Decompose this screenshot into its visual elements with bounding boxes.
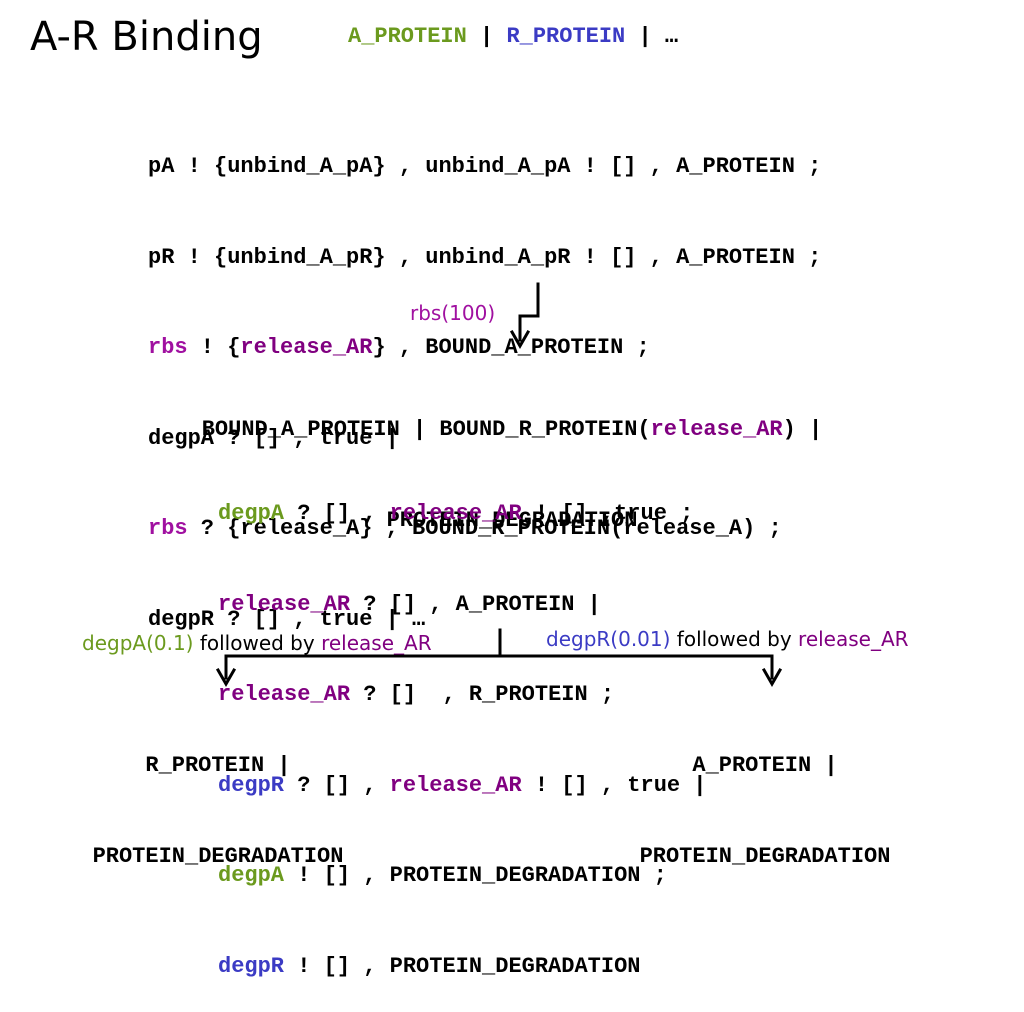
code-line: pR ! {unbind_A_pR} , unbind_A_pR ! [] , … xyxy=(148,244,822,270)
code-fragment: } , BOUND_A_PROTEIN ; xyxy=(372,335,650,360)
degpa-rate: degpA(0.1) xyxy=(82,631,194,655)
code-line: PROTEIN_DEGRADATION xyxy=(92,843,344,869)
release-ar-action: release_AR xyxy=(798,627,909,651)
code-fragment: ) | xyxy=(782,417,823,442)
slide-title: A-R Binding xyxy=(30,14,263,60)
header-ellipsis: | … xyxy=(625,24,679,49)
result-bound-state: BOUND_A_PROTEIN | BOUND_R_PROTEIN(releas… xyxy=(112,355,912,566)
code-fragment: ! [] ,true ; xyxy=(521,501,694,526)
code-line: degpA ? [] , true | xyxy=(148,425,399,451)
release-ar-channel: release_AR xyxy=(218,682,351,707)
code-line: degpR ? [] , true | … xyxy=(148,606,426,632)
left-arrowhead xyxy=(215,667,237,688)
degpr-channel: degpR xyxy=(218,953,285,979)
transition-arrows xyxy=(215,282,783,688)
code-line: BOUND_A_PROTEIN | BOUND_R_PROTEIN(releas… xyxy=(112,415,912,446)
followed-by-text: followed by xyxy=(193,631,322,655)
right-branch-label: degpR(0.01) followed by release_AR xyxy=(546,627,909,651)
release-ar-channel: release_AR xyxy=(650,417,783,442)
code-line: PROTEIN_DEGRADATION xyxy=(639,843,891,869)
degpa-channel: degpA xyxy=(218,501,285,526)
rbs-channel: rbs xyxy=(148,335,188,360)
code-line: release_AR ? [] , A_PROTEIN | xyxy=(218,590,707,621)
code-line: pA ! {unbind_A_pA} , unbind_A_pA ! [] , … xyxy=(148,154,822,179)
header-separator: | xyxy=(466,24,507,49)
release-ar-channel: release_AR xyxy=(389,772,522,798)
code-line: rbs ? {release_A} , BOUND_R_PROTEIN(rele… xyxy=(148,514,821,545)
release-ar-channel: release_AR xyxy=(240,335,373,360)
r-protein-label: R_PROTEIN xyxy=(506,24,626,49)
process-header: A_PROTEIN | R_PROTEIN | … xyxy=(348,22,678,52)
code-fragment: ? [] , A_PROTEIN | xyxy=(350,591,601,617)
right-arrowhead xyxy=(761,667,783,688)
followed-by-text: followed by xyxy=(670,627,799,651)
rbs-arrow xyxy=(518,282,540,342)
rbs-arrowhead xyxy=(509,329,531,350)
code-line: rbs ! {release_AR} , BOUND_A_PROTEIN ; xyxy=(148,333,821,364)
code-line: release_AR ? [] , R_PROTEIN ; xyxy=(218,680,707,711)
release-ar-channel: release_AR xyxy=(389,501,522,526)
code-fragment: ? [] , xyxy=(284,501,390,526)
code-line: degpR ! [] , PROTEIN_DEGRADATION xyxy=(218,952,707,983)
code-fragment: ! { xyxy=(187,335,241,360)
left-branch-label: degpA(0.1) followed by release_AR xyxy=(82,631,432,655)
code-line: degpA ? [] , release_AR ! [] ,true ; xyxy=(218,499,707,530)
code-line: PROTEIN_DEGRADATION xyxy=(386,507,638,533)
code-fragment: BOUND_A_PROTEIN | BOUND_R_PROTEIN( xyxy=(201,417,651,442)
code-block-initial: pA ! {unbind_A_pA} , unbind_A_pA ! [] , … xyxy=(148,92,821,665)
release-ar-action: release_AR xyxy=(321,631,432,655)
release-ar-channel: release_AR xyxy=(218,591,351,617)
code-fragment: ? [] , R_PROTEIN ; xyxy=(350,682,615,707)
rbs-channel: rbs xyxy=(148,516,188,541)
code-fragment: ! [] , PROTEIN_DEGRADATION xyxy=(284,953,641,979)
degpr-rate: degpR(0.01) xyxy=(546,627,671,651)
rbs-rate-label: rbs(100) xyxy=(410,301,496,325)
a-protein-label: A_PROTEIN xyxy=(348,24,467,49)
code-fragment: ? {release_A} , BOUND_R_PROTEIN(release_… xyxy=(187,516,782,541)
